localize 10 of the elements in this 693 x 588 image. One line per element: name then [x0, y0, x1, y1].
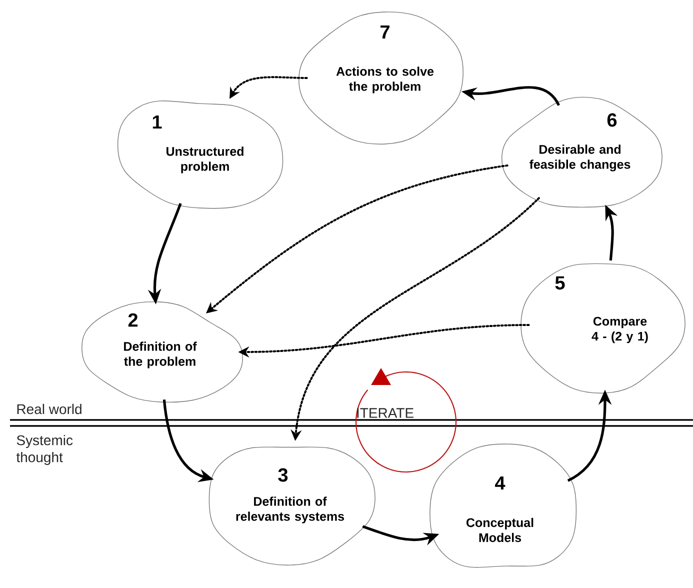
blob-node: 3 Definition of relevants systems — [208, 446, 376, 566]
text-label: Real world — [17, 404, 82, 414]
blob-node: 5 Compare 4 - (2 y 1) — [520, 263, 686, 394]
text-label: Systemic thought — [16, 434, 73, 465]
blob-node: 4 Conceptual Models — [430, 444, 577, 568]
blob-node: 7 Actions to solve the problem — [298, 12, 464, 144]
blob-node: 1 Unstructured problem — [117, 100, 284, 209]
blob-node: 6 Desirable and feasible changes — [502, 96, 662, 208]
blob-node: 2 Definition of the problem — [82, 301, 243, 403]
text-label: ITERATE — [357, 408, 414, 418]
